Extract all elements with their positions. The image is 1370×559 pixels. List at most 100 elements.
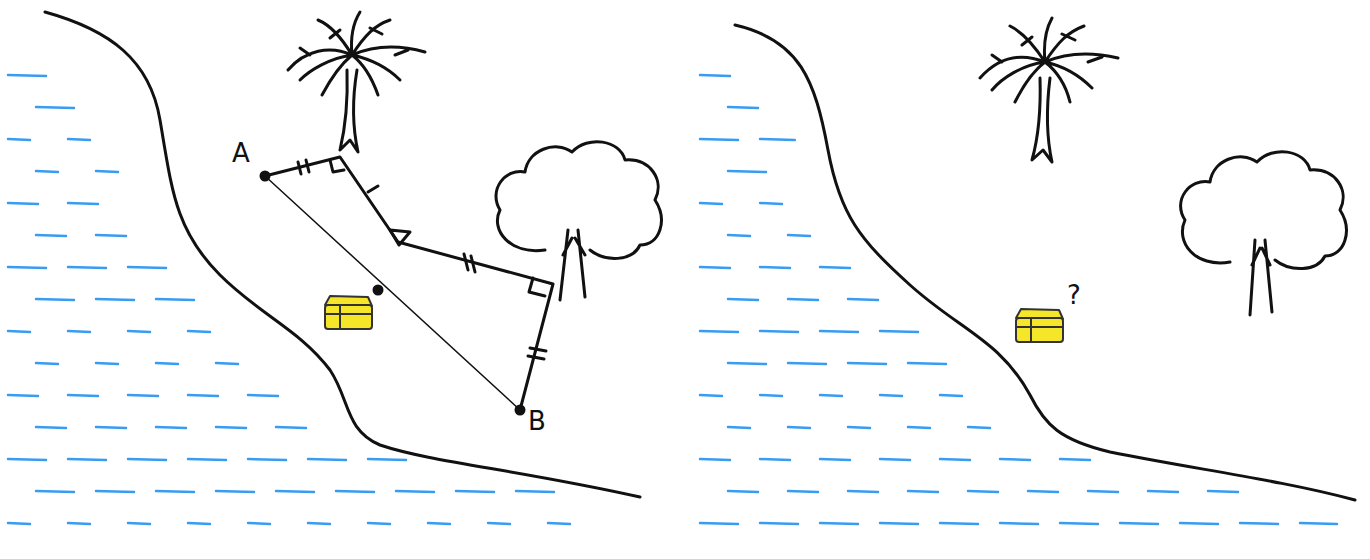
water-stroke bbox=[128, 523, 150, 524]
water-stroke bbox=[908, 491, 938, 492]
water-stroke bbox=[248, 523, 270, 524]
water-stroke bbox=[760, 395, 782, 396]
water-stroke bbox=[700, 459, 730, 460]
water-stroke bbox=[156, 427, 186, 428]
water-stroke bbox=[848, 491, 878, 492]
water-stroke bbox=[488, 523, 510, 524]
water-stroke bbox=[36, 107, 74, 108]
water-stroke bbox=[128, 331, 150, 332]
water-stroke bbox=[788, 491, 818, 492]
water-stroke bbox=[216, 427, 246, 428]
water-stroke bbox=[728, 491, 758, 492]
point-label: ? bbox=[1067, 282, 1081, 308]
water-stroke bbox=[1208, 491, 1238, 492]
water-stroke bbox=[1060, 523, 1098, 524]
water-stroke bbox=[68, 203, 98, 204]
water-stroke bbox=[216, 491, 254, 492]
water-stroke bbox=[700, 203, 722, 204]
water-stroke bbox=[700, 139, 738, 140]
point-label: B bbox=[528, 408, 546, 434]
water-stroke bbox=[156, 363, 178, 364]
water-stroke bbox=[760, 523, 798, 524]
water-stroke bbox=[68, 331, 90, 332]
water-stroke bbox=[968, 491, 998, 492]
water-stroke bbox=[188, 331, 210, 332]
water-stroke bbox=[1000, 459, 1030, 460]
water-stroke bbox=[968, 427, 990, 428]
water-stroke bbox=[96, 427, 126, 428]
water-stroke bbox=[8, 75, 46, 76]
water-stroke bbox=[700, 395, 722, 396]
water-stroke bbox=[820, 267, 850, 268]
water-stroke bbox=[128, 459, 166, 460]
water-stroke bbox=[820, 523, 858, 524]
leafy-tree bbox=[1181, 152, 1347, 315]
water-stroke bbox=[188, 523, 210, 524]
point-a bbox=[261, 172, 269, 180]
water-stroke bbox=[156, 299, 194, 300]
water-stroke bbox=[276, 491, 314, 492]
water-stroke bbox=[8, 331, 30, 332]
water-stroke bbox=[8, 395, 38, 396]
water-stroke bbox=[700, 523, 738, 524]
water-stroke bbox=[188, 395, 218, 396]
water-stroke bbox=[908, 427, 930, 428]
water-stroke bbox=[96, 299, 134, 300]
water-stroke bbox=[728, 107, 758, 108]
water-stroke bbox=[788, 235, 810, 236]
water-stroke bbox=[276, 427, 306, 428]
water-stroke bbox=[1000, 523, 1038, 524]
water-stroke bbox=[1240, 523, 1278, 524]
water-stroke bbox=[820, 395, 842, 396]
water-stroke bbox=[96, 363, 118, 364]
water-stroke bbox=[248, 395, 278, 396]
point-b bbox=[516, 406, 524, 414]
water-stroke bbox=[880, 395, 902, 396]
water-stroke bbox=[36, 299, 74, 300]
water-stroke bbox=[36, 235, 66, 236]
water-stroke bbox=[68, 267, 106, 268]
water-stroke bbox=[68, 523, 90, 524]
water-stroke bbox=[700, 331, 738, 332]
water-stroke bbox=[248, 459, 286, 460]
water-stroke bbox=[880, 331, 918, 332]
water-stroke bbox=[760, 203, 782, 204]
point-label: A bbox=[232, 140, 250, 166]
water-stroke bbox=[8, 139, 30, 140]
midpoint bbox=[374, 286, 382, 294]
water-stroke bbox=[1028, 491, 1058, 492]
water-stroke bbox=[68, 139, 90, 140]
water-stroke bbox=[788, 299, 818, 300]
palm-tree bbox=[980, 18, 1118, 162]
water-stroke bbox=[760, 267, 790, 268]
water-stroke bbox=[880, 459, 910, 460]
water-stroke bbox=[516, 491, 554, 492]
water-stroke bbox=[760, 331, 798, 332]
water-stroke bbox=[760, 459, 790, 460]
treasure-chest bbox=[1016, 309, 1063, 342]
coastline bbox=[45, 12, 640, 497]
water-stroke bbox=[940, 395, 962, 396]
water-stroke bbox=[848, 427, 870, 428]
water-stroke bbox=[308, 523, 330, 524]
water-stroke bbox=[700, 267, 730, 268]
water-stroke bbox=[156, 491, 194, 492]
water-stroke bbox=[128, 395, 158, 396]
water-stroke bbox=[728, 363, 766, 364]
water-stroke bbox=[68, 395, 98, 396]
water-stroke bbox=[908, 363, 946, 364]
water-stroke bbox=[368, 459, 406, 460]
water-stroke bbox=[760, 139, 795, 140]
water-stroke bbox=[36, 491, 74, 492]
water-stroke bbox=[820, 459, 850, 460]
construction-lines bbox=[265, 157, 553, 410]
water-stroke bbox=[396, 491, 434, 492]
water-stroke bbox=[788, 363, 826, 364]
water-stroke bbox=[1120, 523, 1158, 524]
water-stroke bbox=[96, 491, 134, 492]
water-stroke bbox=[728, 171, 766, 172]
water-stroke bbox=[36, 363, 58, 364]
water-stroke bbox=[8, 267, 46, 268]
